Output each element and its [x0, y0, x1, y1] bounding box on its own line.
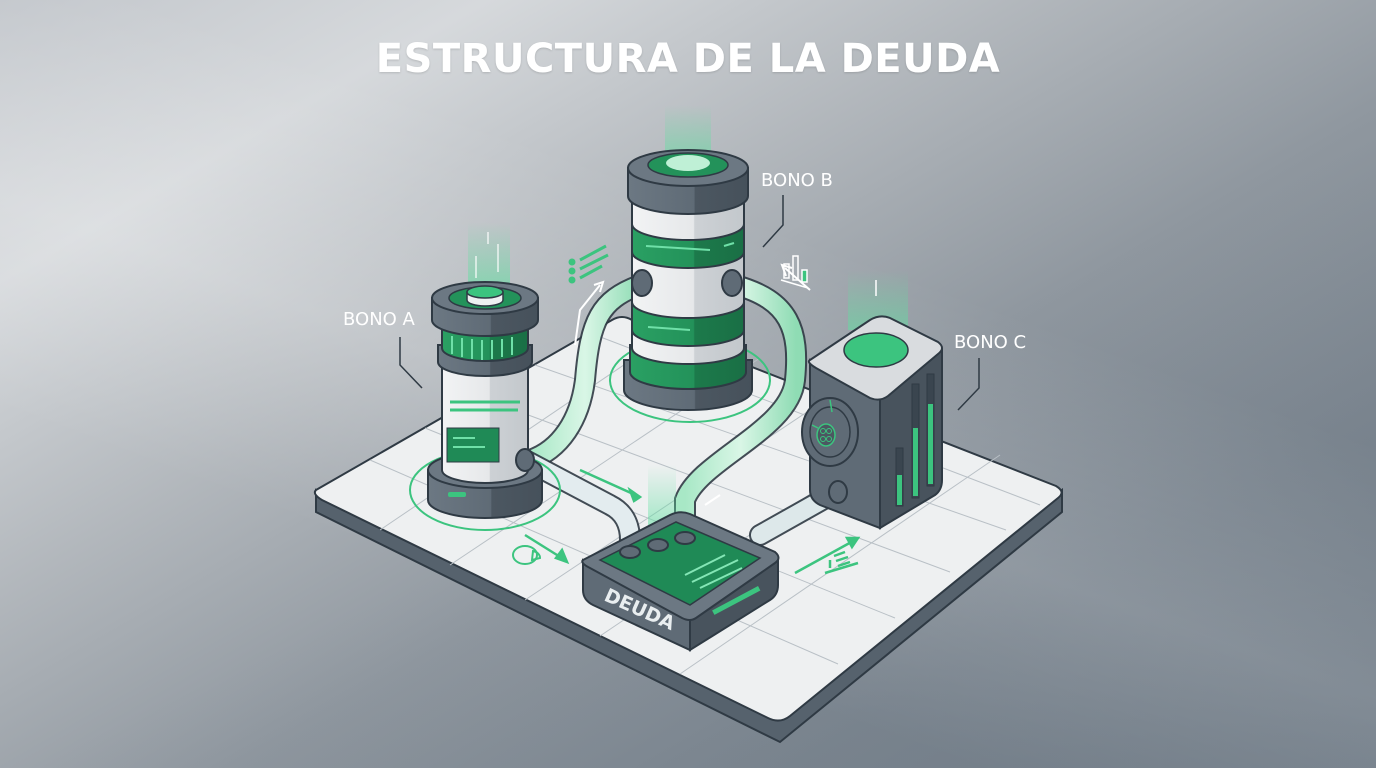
growth-chart-icon: [824, 550, 859, 575]
bono-a-label: BONO A: [343, 309, 416, 330]
leader-lines: [399, 195, 980, 411]
list-icon: [568, 244, 609, 284]
bar-chart-icon: [780, 255, 809, 289]
bono-c-dial: [801, 397, 859, 467]
pie-chart-icon: [512, 545, 541, 565]
flow-arrows: [524, 468, 861, 575]
bono-b-label: BONO B: [761, 170, 833, 191]
bono-b-unit: [623, 105, 753, 411]
page-title: ESTRUCTURA DE LA DEUDA: [375, 36, 1001, 82]
deuda-unit: DEUDA: [581, 465, 780, 652]
bono-a-unit: [427, 222, 543, 519]
bono-c-label: BONO C: [954, 332, 1026, 353]
bono-c-level-bars: [895, 373, 935, 507]
bono-c-unit: [801, 270, 943, 530]
bono-a-glow: [468, 222, 510, 292]
